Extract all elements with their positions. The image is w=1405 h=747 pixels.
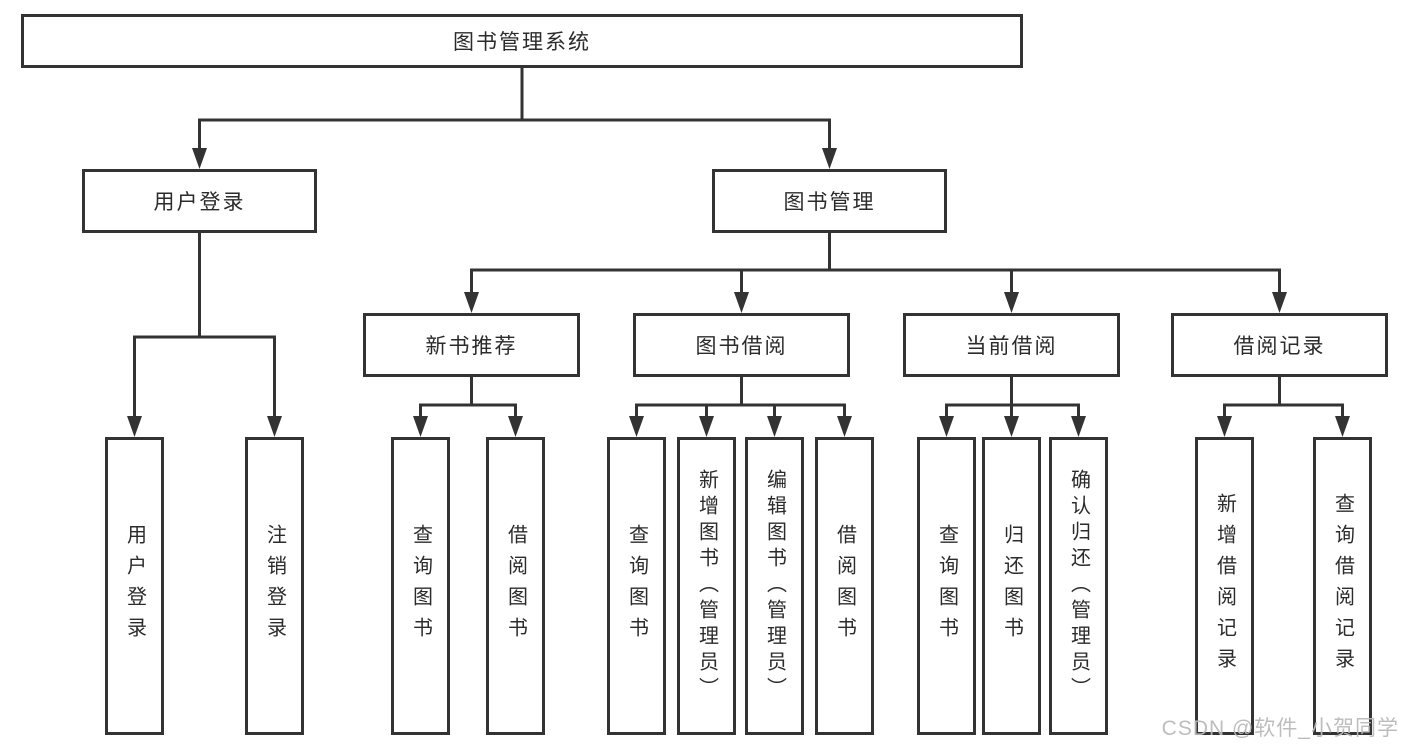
node-current-borrowing: 当前借阅 xyxy=(903,313,1120,377)
node-label: 图书管理 xyxy=(783,191,876,214)
leaf-label: 借阅图书 xyxy=(504,524,527,648)
leaf-label: 查询图书 xyxy=(409,524,432,648)
leaf-label: 归还图书 xyxy=(1000,524,1023,648)
leaf-label: 查询图书 xyxy=(625,524,648,648)
node-label: 图书管理系统 xyxy=(453,31,591,54)
node-borrow-records: 借阅记录 xyxy=(1171,313,1388,377)
node-label: 用户登录 xyxy=(153,191,246,214)
node-book-borrowing: 图书借阅 xyxy=(633,313,850,377)
leaf-borrow-books: 借阅图书 xyxy=(815,437,874,735)
leaf-borrow-books-recommend: 借阅图书 xyxy=(486,437,545,735)
node-label: 图书借阅 xyxy=(695,335,788,358)
leaf-label: 确认归还（管理员） xyxy=(1067,469,1090,703)
node-book-management: 图书管理 xyxy=(712,169,947,233)
leaf-label: 用户登录 xyxy=(123,524,146,648)
leaf-label: 借阅图书 xyxy=(833,524,856,648)
node-label: 借阅记录 xyxy=(1233,335,1326,358)
leaf-label: 新增图书（管理员） xyxy=(695,469,718,703)
leaf-confirm-return-admin: 确认归还（管理员） xyxy=(1049,437,1108,735)
leaf-add-borrow-record: 新增借阅记录 xyxy=(1195,437,1254,735)
leaf-label: 查询图书 xyxy=(935,524,958,648)
leaf-label: 新增借阅记录 xyxy=(1213,493,1236,679)
leaf-label: 查询借阅记录 xyxy=(1331,493,1354,679)
leaf-logout: 注销登录 xyxy=(245,437,304,735)
node-new-book-recommend: 新书推荐 xyxy=(363,313,580,377)
node-system-root: 图书管理系统 xyxy=(21,14,1023,68)
leaf-label: 编辑图书（管理员） xyxy=(763,469,786,703)
leaf-query-books-borrowing: 查询图书 xyxy=(607,437,666,735)
leaf-return-books: 归还图书 xyxy=(982,437,1041,735)
leaf-query-books-recommend: 查询图书 xyxy=(391,437,450,735)
leaf-query-books-current: 查询图书 xyxy=(917,437,976,735)
node-label: 新书推荐 xyxy=(425,335,518,358)
leaf-label: 注销登录 xyxy=(263,524,286,648)
leaf-add-books-admin: 新增图书（管理员） xyxy=(677,437,736,735)
node-user-login: 用户登录 xyxy=(82,169,317,233)
arrowheads xyxy=(127,148,1350,437)
node-label: 当前借阅 xyxy=(965,335,1058,358)
csdn-watermark: CSDN @软件_小贺同学 xyxy=(1161,717,1399,740)
leaf-edit-books-admin: 编辑图书（管理员） xyxy=(745,437,804,735)
leaf-query-borrow-record: 查询借阅记录 xyxy=(1313,437,1372,735)
leaf-user-login: 用户登录 xyxy=(105,437,164,735)
